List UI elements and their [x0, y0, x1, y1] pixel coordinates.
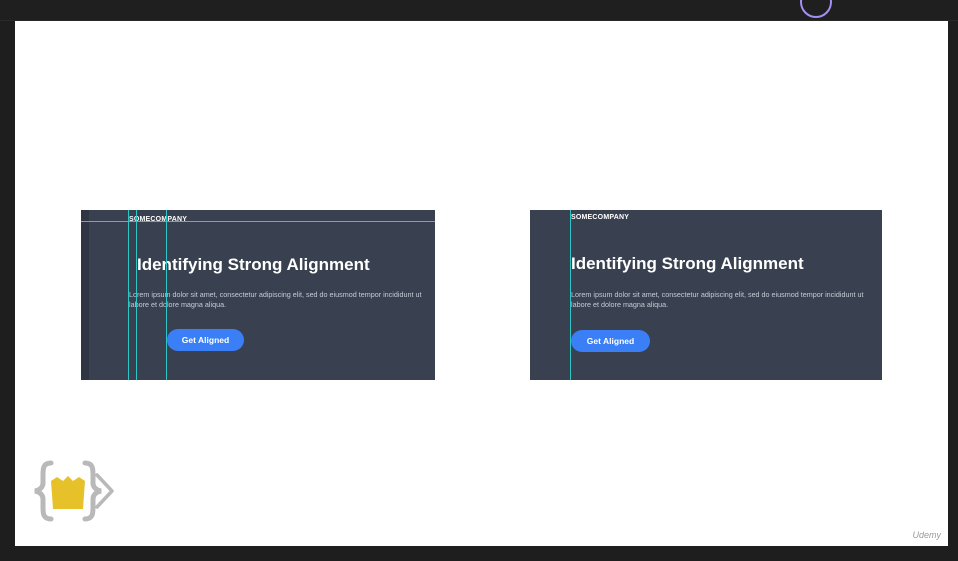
get-aligned-button[interactable]: Get Aligned [167, 329, 244, 351]
alignment-guide-vertical [166, 210, 167, 380]
company-name: SOMECOMPANY [129, 216, 188, 223]
card-headline: Identifying Strong Alignment [571, 254, 804, 273]
get-aligned-button[interactable]: Get Aligned [571, 330, 650, 352]
right-example-card: SOMECOMPANY Identifying Strong Alignment… [530, 210, 882, 380]
company-name: SOMECOMPANY [571, 214, 630, 221]
left-example-card: SOMECOMPANY Identifying Strong Alignment… [81, 210, 435, 380]
card-left-strip [81, 210, 89, 380]
alignment-guide-vertical [570, 210, 571, 380]
alignment-guide-vertical [136, 210, 137, 380]
avatar-circle-icon[interactable] [800, 0, 832, 18]
card-body-text: Lorem ipsum dolor sit amet, consectetur … [129, 290, 422, 309]
video-top-bar [0, 0, 958, 21]
alignment-guide-horizontal [81, 221, 435, 222]
card-headline: Identifying Strong Alignment [137, 255, 370, 274]
slide-canvas: SOMECOMPANY Identifying Strong Alignment… [15, 21, 948, 546]
curly-brace-logo-icon [33, 459, 115, 523]
alignment-guide-vertical [128, 210, 129, 380]
udemy-watermark: Udemy [912, 530, 941, 540]
card-body-text: Lorem ipsum dolor sit amet, consectetur … [571, 290, 864, 309]
